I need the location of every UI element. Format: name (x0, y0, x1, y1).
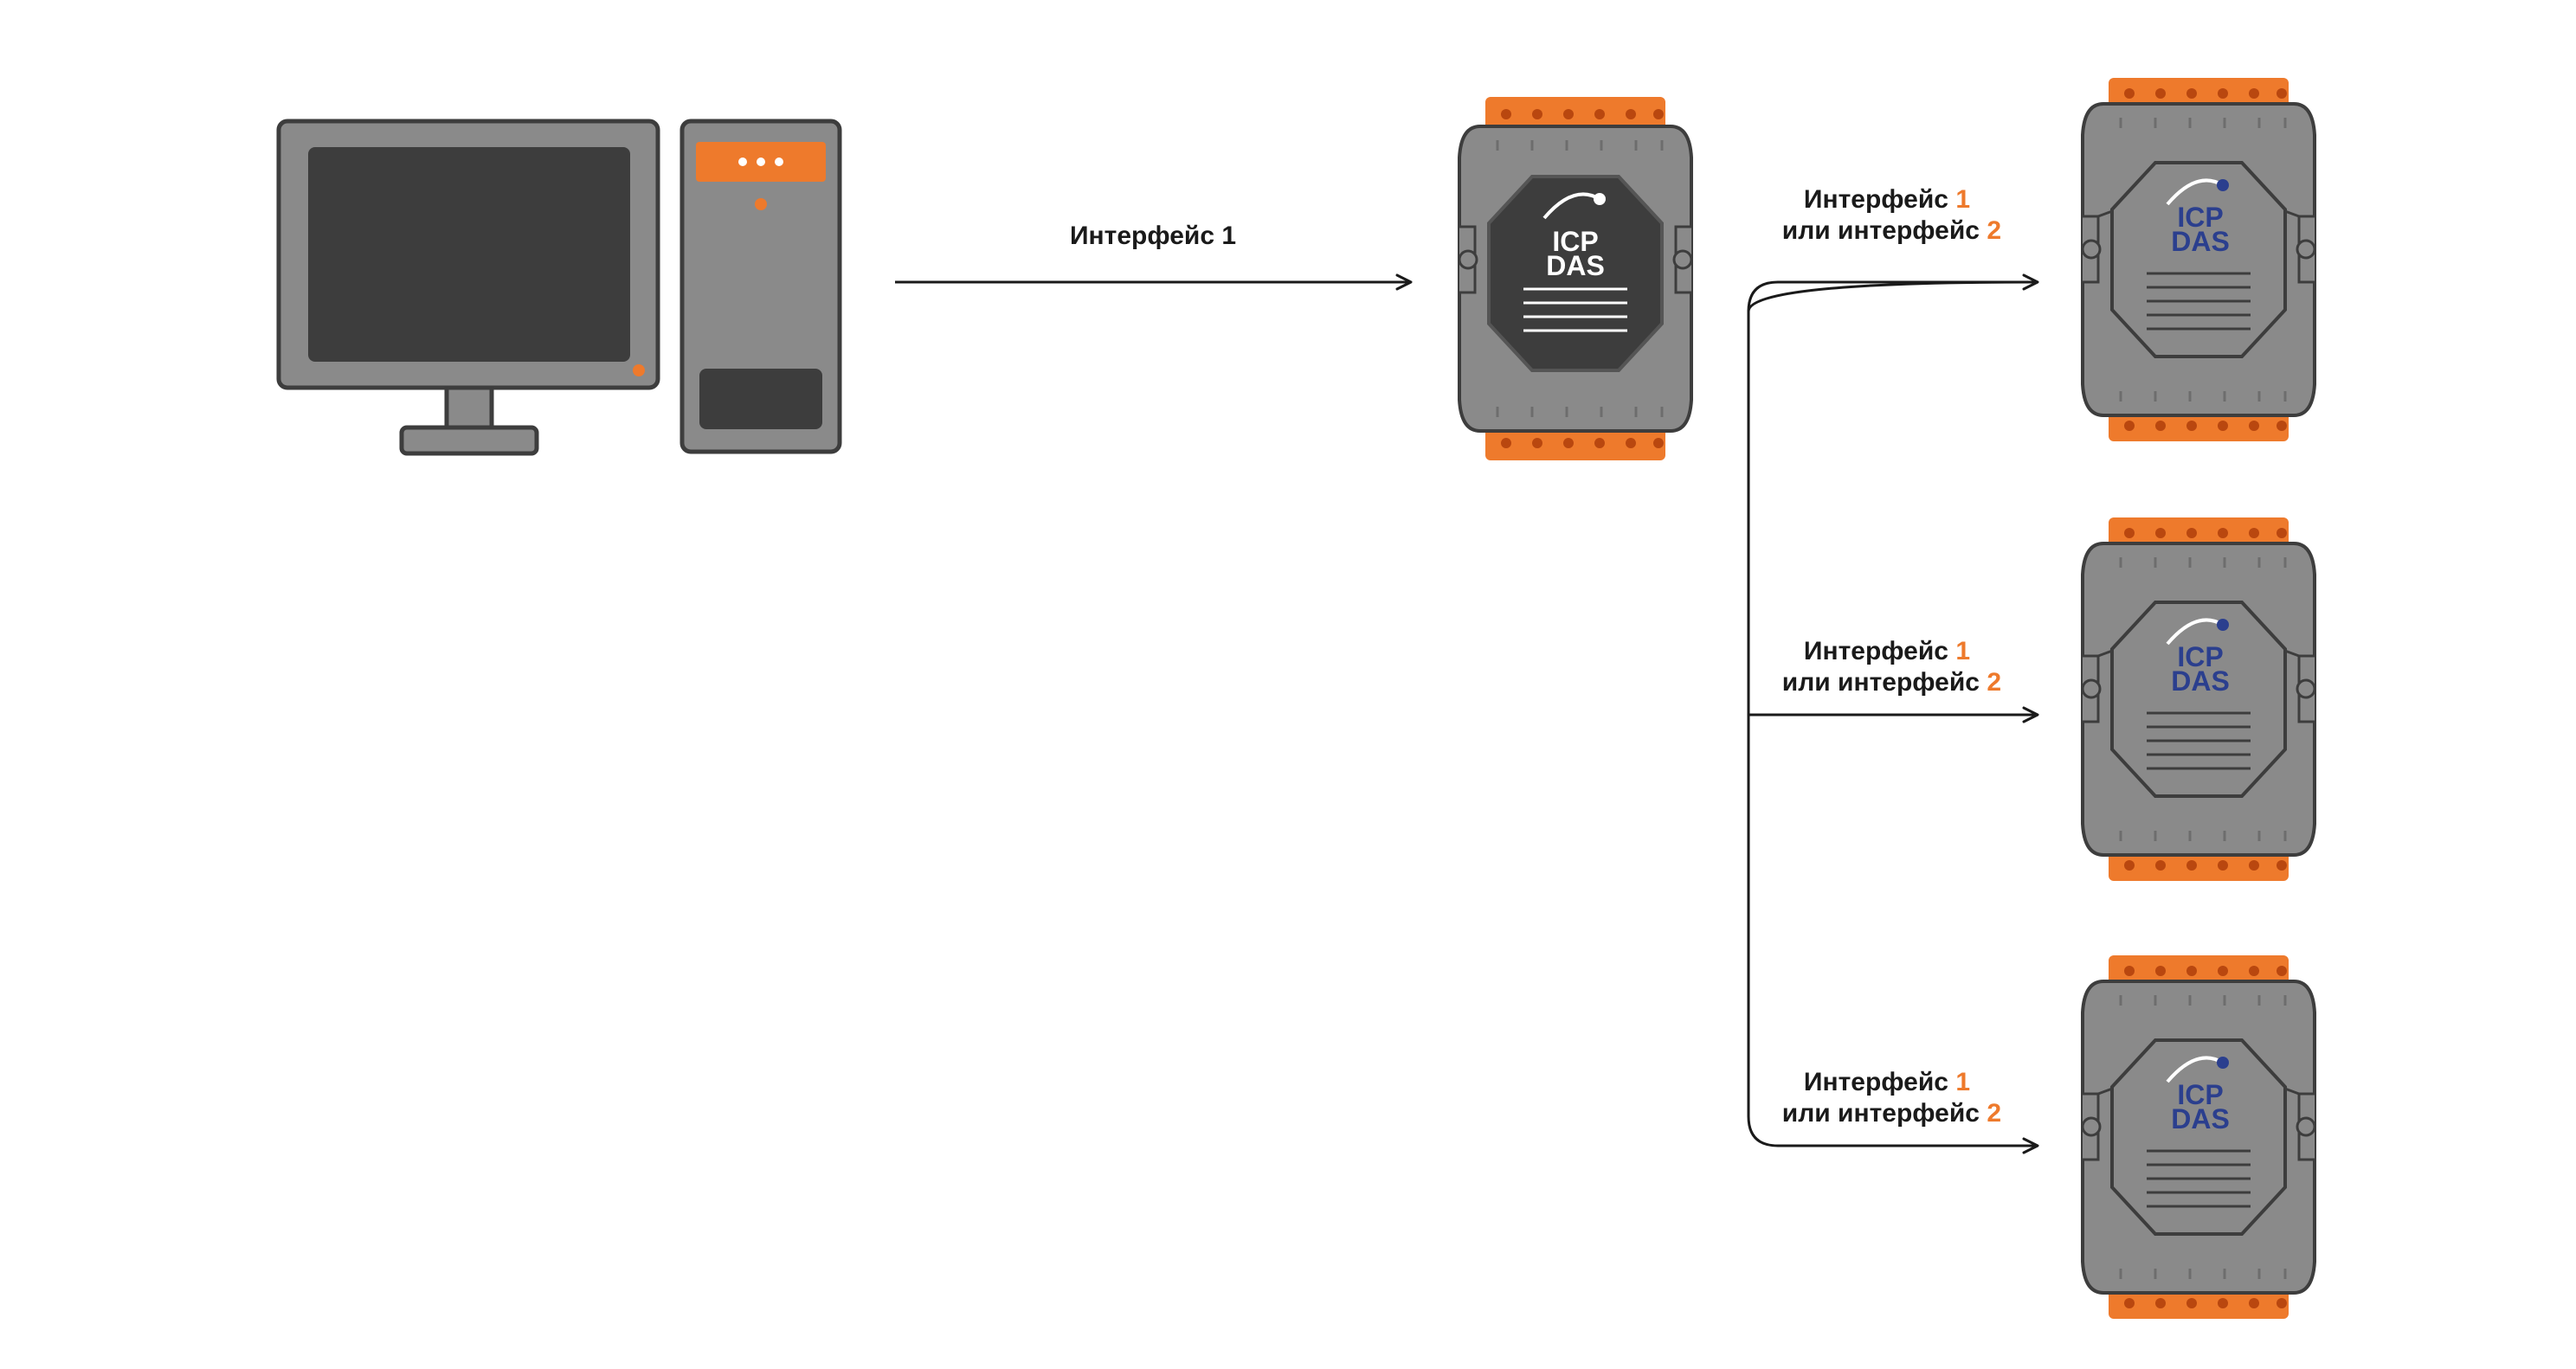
slave-1-logo-line1: ICP (2177, 202, 2223, 233)
branch-1-label-line2: или интерфейс 2 (1782, 216, 2001, 245)
slave-module-2-icon: ICP DAS (2081, 516, 2316, 883)
slave-2-logo-line2: DAS (2171, 665, 2230, 697)
slave-module-3-icon: ICP DAS (2081, 954, 2316, 1321)
master-logo-line2: DAS (1546, 250, 1605, 281)
slave-1-logo-line2: DAS (2171, 226, 2230, 257)
branch-link-1: Интерфейс 1 или интерфейс 2 (1747, 185, 2039, 312)
pc-tower-icon (679, 119, 842, 454)
branch-3-label-line1: Интерфейс 1 (1804, 1068, 1970, 1096)
slave-3-logo-line1: ICP (2177, 1079, 2223, 1110)
branch-2-label-line1: Интерфейс 1 (1804, 637, 1970, 665)
branch-1-label-line1: Интерфейс 1 (1804, 185, 1970, 214)
main-link: Интерфейс 1 (895, 222, 1413, 291)
master-module-icon: ICP DAS (1458, 95, 1693, 462)
pc-monitor-icon (276, 119, 660, 456)
branch-link-3: Интерфейс 1 или интерфейс 2 (1778, 1068, 2039, 1154)
slave-3-logo-line2: DAS (2171, 1103, 2230, 1134)
master-logo-line1: ICP (1552, 226, 1598, 257)
branch-1-arrow (1747, 273, 2039, 312)
slave-2-logo-line1: ICP (2177, 641, 2223, 672)
branch-2-label-line2: или интерфейс 2 (1782, 668, 2001, 697)
bus-trunk-line (1747, 280, 2033, 1147)
branch-link-2: Интерфейс 1 или интерфейс 2 (1748, 637, 2039, 723)
slave-module-1-icon: ICP DAS (2081, 76, 2316, 443)
branch-3-label-line2: или интерфейс 2 (1782, 1099, 2001, 1128)
main-link-label: Интерфейс 1 (1070, 222, 1236, 250)
